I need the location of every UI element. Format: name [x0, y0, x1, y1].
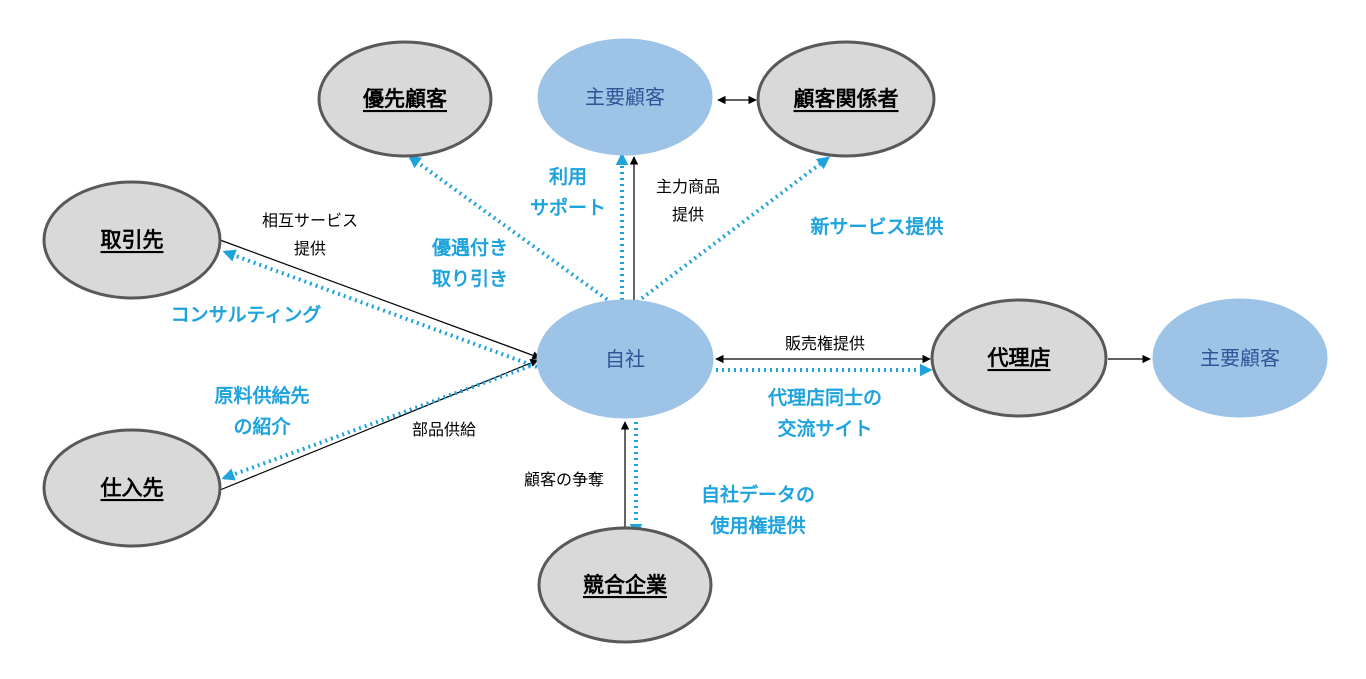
node-competitor-label: 競合企業	[583, 573, 668, 597]
edge-label-agency-exchange-1: 代理店同士の	[767, 386, 882, 409]
edge-label-sales-rights: 販売権提供	[785, 334, 865, 353]
node-main-customer-right[interactable]	[1152, 298, 1328, 418]
node-supplier-label: 仕入先	[100, 476, 164, 500]
node-customer-related-label: 顧客関係者	[794, 87, 899, 111]
node-trading-partner-label: 取引先	[101, 228, 164, 252]
edge-label-usage-support-1: 利用	[549, 166, 587, 188]
edge-label-preferential-trade-1: 優遇付き	[431, 236, 508, 259]
edge-label-mutual-service-1: 相互サービス	[262, 211, 358, 230]
node-priority-customer[interactable]	[317, 40, 493, 158]
edge-label-raw-material-1: 原料供給先	[214, 384, 309, 407]
edge-consulting	[222, 249, 538, 369]
node-own-company[interactable]	[536, 299, 714, 419]
node-agency[interactable]	[930, 298, 1108, 418]
edge-label-parts-supply: 部品供給	[412, 420, 476, 439]
node-main-customer-top-label: 主要顧客	[585, 85, 665, 109]
edge-label-main-product-2: 提供	[672, 205, 704, 224]
node-main-customer-top[interactable]	[537, 38, 713, 156]
edge-label-mutual-service-2: 提供	[294, 239, 326, 258]
edge-mutual-service	[219, 239, 541, 360]
node-priority-customer-label: 優先顧客	[362, 87, 448, 111]
edge-raw-material	[221, 364, 531, 481]
node-agency-label: 代理店	[987, 346, 1051, 370]
edge-label-raw-material-2: の紹介	[233, 415, 291, 438]
edge-label-data-usage-rights-2: 使用権提供	[709, 514, 805, 537]
edge-label-new-service: 新サービス提供	[810, 215, 943, 238]
edge-label-consulting: コンサルティング	[171, 303, 322, 326]
edge-label-preferential-trade-2: 取り引き	[432, 268, 508, 290]
node-supplier[interactable]	[42, 428, 222, 548]
node-main-customer-right-label: 主要顧客	[1200, 346, 1280, 370]
node-customer-related[interactable]	[756, 40, 936, 158]
node-own-company-label: 自社	[605, 347, 645, 371]
edge-label-usage-support-2: サポート	[530, 196, 606, 219]
edge-label-customer-competition: 顧客の争奪	[524, 470, 604, 489]
node-trading-partner[interactable]	[42, 180, 222, 300]
node-competitor[interactable]	[537, 526, 713, 644]
edge-label-main-product-1: 主力商品	[656, 177, 720, 196]
edge-label-data-usage-rights-1: 自社データの	[701, 483, 815, 506]
edge-label-agency-exchange-2: 交流サイト	[777, 417, 872, 440]
edge-parts-supply	[219, 358, 539, 491]
edge-new-service	[635, 156, 831, 304]
